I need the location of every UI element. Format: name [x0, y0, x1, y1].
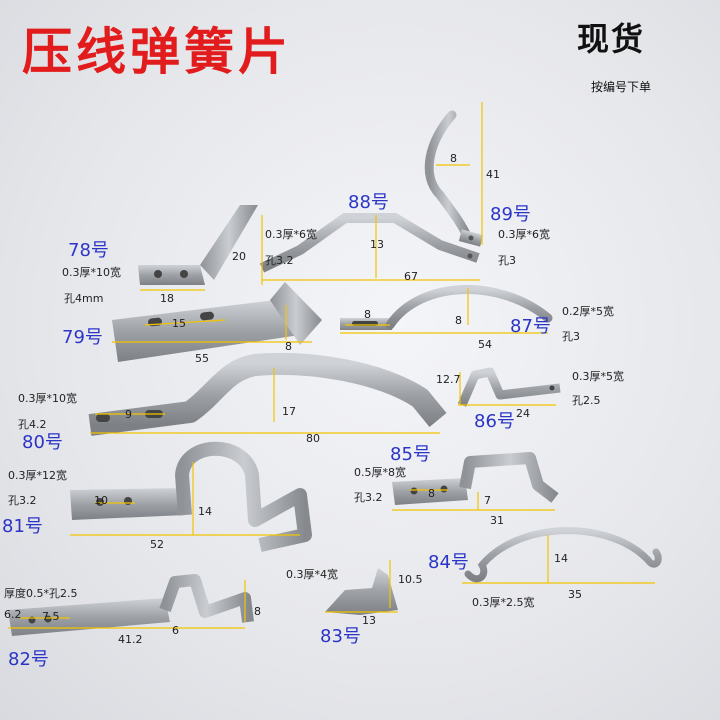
part-85-spec: 0.5厚*8宽	[354, 466, 406, 479]
part-89-spec: 0.3厚*6宽	[498, 228, 550, 241]
part-85-spring	[392, 452, 559, 505]
part-88-spring	[259, 213, 480, 273]
part-84-length: 35	[568, 588, 582, 601]
part-82-number: 82号	[8, 649, 49, 670]
part-80-height: 17	[282, 405, 296, 418]
part-78-width: 18	[160, 292, 174, 305]
part-82-left: 6.2	[4, 608, 22, 621]
part-88-number: 88号	[348, 192, 389, 213]
part-81-length: 52	[150, 538, 164, 551]
part-88-height: 13	[370, 238, 384, 251]
part-82-length: 41.2	[118, 633, 143, 646]
part-80-spring	[88, 352, 447, 436]
part-86-length: 24	[516, 407, 530, 420]
part-83-length: 13	[362, 614, 376, 627]
part-78-height: 20	[232, 250, 246, 263]
part-82-spec: 厚度0.5*孔2.5	[4, 587, 78, 600]
part-89-height: 41	[486, 168, 500, 181]
part-89-number: 89号	[490, 204, 531, 225]
part-85-hole-width: 8	[428, 487, 435, 500]
part-84-spring	[464, 527, 662, 583]
part-80-spec: 0.3厚*10宽	[18, 392, 77, 405]
part-87-length: 54	[478, 338, 492, 351]
part-79-number: 79号	[62, 327, 103, 348]
part-89-spring	[424, 110, 484, 247]
part-79-length: 55	[195, 352, 209, 365]
part-84-height: 14	[554, 552, 568, 565]
part-89-hole: 孔3	[498, 254, 516, 267]
part-81-number: 81号	[2, 516, 43, 537]
part-87-hole-width: 8	[364, 308, 371, 321]
part-84-spec: 0.3厚*2.5宽	[472, 596, 535, 609]
part-80-number: 80号	[22, 432, 63, 453]
part-79-bend: 8	[285, 340, 292, 353]
part-88-hole: 孔3.2	[265, 254, 294, 267]
part-82-height: 8	[254, 605, 261, 618]
part-81-spec: 0.3厚*12宽	[8, 469, 67, 482]
part-87-height: 8	[455, 314, 462, 327]
part-85-number: 85号	[390, 444, 431, 465]
order-hint: 按编号下单	[591, 80, 652, 94]
part-81-hole-width: 10	[94, 494, 108, 507]
part-78-number: 78号	[68, 240, 109, 261]
part-80-hole-width: 9	[125, 408, 132, 421]
part-83-spring	[325, 568, 398, 615]
part-81-hole: 孔3.2	[8, 494, 37, 507]
part-88-length: 67	[404, 270, 418, 283]
part-78-spec: 0.3厚*10宽	[62, 266, 121, 279]
part-83-height: 10.5	[398, 573, 423, 586]
part-79-hole-width: 15	[172, 317, 186, 330]
part-80-hole: 孔4.2	[18, 418, 47, 431]
part-83-spec: 0.3厚*4宽	[286, 568, 338, 581]
part-86-height: 12.7	[436, 373, 461, 386]
part-82-hole-width: 7.5	[42, 610, 60, 623]
part-85-hole: 孔3.2	[354, 491, 383, 504]
part-82-bend: 6	[172, 624, 179, 637]
part-86-spring	[457, 367, 561, 407]
page-title: 压线弹簧片	[22, 23, 292, 81]
part-85-height: 7	[484, 494, 491, 507]
part-85-length: 31	[490, 514, 504, 527]
part-87-number: 87号	[510, 316, 551, 337]
part-83-number: 83号	[320, 626, 361, 647]
part-78-spring	[138, 205, 258, 285]
part-88-spec: 0.3厚*6宽	[265, 228, 317, 241]
part-80-length: 80	[306, 432, 320, 445]
part-89-width: 8	[450, 152, 457, 165]
in-stock-label: 现货	[577, 20, 646, 58]
part-86-hole: 孔2.5	[572, 394, 601, 407]
dimension-lines	[8, 102, 655, 629]
part-87-spec: 0.2厚*5宽	[562, 305, 614, 318]
part-79-spring	[112, 282, 322, 362]
part-84-number: 84号	[428, 552, 469, 573]
part-86-spec: 0.3厚*5宽	[572, 370, 624, 383]
part-86-number: 86号	[474, 411, 515, 432]
part-81-height: 14	[198, 505, 212, 518]
part-87-hole: 孔3	[562, 330, 580, 343]
part-78-hole: 孔4mm	[64, 292, 104, 305]
